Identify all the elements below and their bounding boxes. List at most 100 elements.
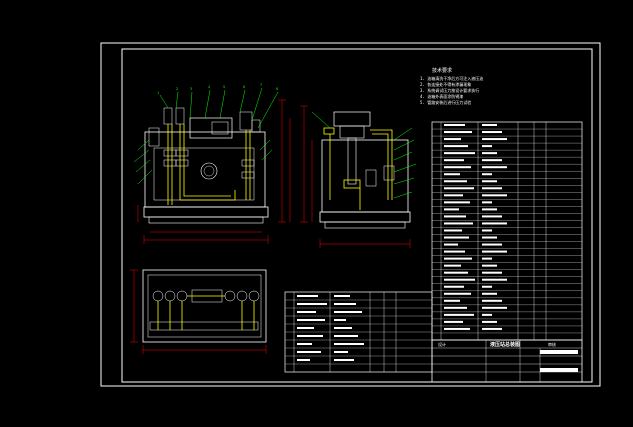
parts-list-cell-mark: [482, 292, 497, 295]
inner-drawing-border: [121, 48, 593, 383]
parts-list-cell-mark: [482, 278, 507, 281]
svg-text:7: 7: [260, 83, 262, 87]
parts-list-cell-mark: [482, 327, 502, 330]
parts-list-cell-mark: [444, 271, 468, 274]
parts-list-cell-mark: [482, 201, 492, 204]
parts-list-cell-mark: [482, 124, 497, 126]
parts-list-cell-mark: [444, 229, 462, 232]
parts-list-cell-mark: [482, 229, 492, 232]
parts-list-cell-mark: [444, 194, 463, 197]
technical-notes-block: 技术要求 1. 油箱清洗干净后方可注入液压油 2. 各连接处不得有渗漏现象 3.…: [420, 67, 483, 105]
parts-list-cell-mark: [482, 180, 497, 183]
parts-list-cell-mark: [482, 236, 497, 239]
tech-note-5: 5. 管路安装后进行压力试验: [420, 99, 471, 105]
parts-list-cell-mark: [444, 124, 465, 126]
parts-list-cell-mark: [444, 131, 472, 134]
title-block: 液压站总装图 设计 审核: [431, 339, 583, 383]
title-block-label-mid: 设计: [438, 341, 446, 347]
parts-list-cell-mark: [444, 320, 463, 323]
parts-list-cell-mark: [482, 271, 502, 274]
title-block-label-right: 审核: [548, 341, 556, 347]
bill-of-materials-table: [284, 291, 433, 373]
parts-list-cell-mark: [482, 306, 507, 309]
bom-cell-mark: [297, 319, 325, 321]
parts-list-cell-mark: [482, 257, 492, 260]
bom-cell-mark: [297, 303, 327, 305]
parts-list-cell-mark: [444, 285, 464, 288]
bom-cell-mark: [334, 327, 352, 329]
svg-text:5: 5: [223, 85, 225, 89]
parts-list-cell-mark: [482, 264, 497, 267]
title-block-label-left: 液压站总装图: [490, 341, 520, 348]
parts-list-cell-mark: [482, 173, 492, 176]
parts-list-cell-mark: [444, 278, 475, 281]
bom-cell-mark: [334, 311, 362, 313]
parts-list-cell-mark: [444, 215, 466, 218]
bom-cell-mark: [334, 335, 358, 337]
tech-note-4: 4. 油箱外表面涂防锈漆: [420, 93, 463, 99]
parts-list-cell-mark: [482, 138, 507, 141]
parts-list-cell-mark: [444, 180, 467, 183]
parts-list-cell-mark: [482, 313, 492, 316]
parts-list-cell-mark: [444, 201, 470, 204]
parts-list-cell-mark: [482, 299, 502, 302]
outer-drawing-frame: [100, 42, 601, 387]
parts-list-cell-mark: [482, 131, 502, 134]
bom-cell-mark: [334, 351, 348, 353]
parts-list-cell-mark: [444, 145, 468, 148]
parts-list-cell-mark: [482, 166, 507, 169]
tech-notes-title: 技术要求: [432, 67, 452, 74]
parts-list-cell-mark: [444, 313, 474, 316]
bom-cell-mark: [334, 295, 350, 297]
parts-list-cell-mark: [482, 215, 502, 218]
top-view: [130, 269, 267, 354]
tech-note-2: 2. 各连接处不得有渗漏现象: [420, 81, 471, 87]
front-view: 1 2 3 4 5 6 7 8: [133, 83, 291, 244]
svg-text:4: 4: [208, 85, 210, 89]
parts-list-cell-mark: [444, 166, 471, 169]
side-view: [300, 105, 417, 248]
bom-cell-mark: [297, 335, 323, 337]
bom-cell-mark: [297, 343, 312, 345]
parts-list-cell-mark: [444, 257, 472, 260]
bom-cell-mark: [334, 303, 356, 305]
svg-text:8: 8: [276, 87, 278, 91]
parts-list-cell-mark: [482, 187, 502, 190]
bom-cell-mark: [297, 295, 318, 297]
parts-list-cell-mark: [482, 194, 507, 197]
parts-list-cell-mark: [482, 152, 497, 155]
parts-list-table: [431, 121, 583, 341]
parts-list-cell-mark: [444, 208, 459, 211]
parts-list-cell-mark: [444, 327, 470, 330]
parts-list-cell-mark: [444, 152, 475, 155]
bom-cell-mark: [297, 351, 321, 353]
parts-list-cell-mark: [444, 138, 461, 141]
svg-text:2: 2: [176, 87, 178, 91]
bom-cell-mark: [297, 311, 316, 313]
parts-list-cell-mark: [444, 222, 473, 225]
tech-note-3: 3. 系统调试压力按设计要求执行: [420, 87, 479, 93]
parts-list-cell-mark: [482, 243, 502, 246]
parts-list-cell-mark: [444, 299, 460, 302]
parts-list-cell-mark: [482, 250, 507, 253]
bom-cell-mark: [334, 359, 354, 361]
bom-cell-mark: [334, 343, 364, 345]
parts-list-cell-mark: [444, 306, 467, 309]
parts-list-cell-mark: [444, 173, 460, 176]
svg-text:1: 1: [157, 91, 159, 95]
parts-list-cell-mark: [444, 187, 474, 190]
tech-note-1: 1. 油箱清洗干净后方可注入液压油: [420, 75, 483, 81]
parts-list-cell-mark: [444, 243, 458, 246]
parts-list-cell-mark: [482, 208, 497, 211]
svg-text:6: 6: [243, 85, 245, 89]
parts-list-cell-mark: [444, 159, 464, 162]
parts-list-cell-mark: [482, 159, 502, 162]
bom-cell-mark: [334, 319, 346, 321]
parts-list-cell-mark: [444, 264, 461, 267]
parts-list-cell-mark: [444, 250, 465, 253]
parts-list-cell-mark: [482, 285, 492, 288]
bom-cell-mark: [297, 359, 310, 361]
parts-list-cell-mark: [444, 292, 471, 295]
svg-text:3: 3: [190, 87, 192, 91]
